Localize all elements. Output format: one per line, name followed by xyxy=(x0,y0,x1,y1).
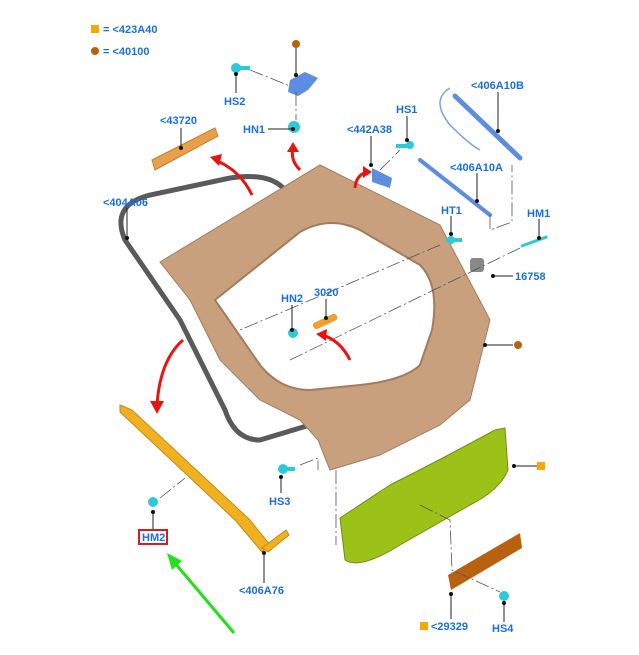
lower-trim-panel xyxy=(339,427,509,564)
callout-hs1[interactable]: HS1 xyxy=(396,104,417,116)
callout-406a10b[interactable]: <406A10B xyxy=(471,80,524,92)
gas-strut-a xyxy=(418,158,492,217)
callout-hm1[interactable]: HM1 xyxy=(527,208,550,220)
callout-hm2[interactable]: HM2 xyxy=(142,532,165,544)
arrowheads xyxy=(150,142,372,414)
callout-406a10a[interactable]: <406A10A xyxy=(450,162,503,174)
pointer-arrow-shaft xyxy=(172,561,236,634)
callout-404a06[interactable]: <404A06 xyxy=(103,197,148,209)
callout-29329[interactable]: <29329 xyxy=(431,621,468,633)
actuator-3020 xyxy=(312,313,338,330)
trim-strip-clip xyxy=(261,529,290,553)
legend-circle-icon xyxy=(91,47,99,55)
legend-label-40100[interactable]: = <40100 xyxy=(103,46,150,58)
pointer-arrow-head xyxy=(167,553,182,570)
fasteners xyxy=(148,63,548,601)
callout-442a38[interactable]: <442A38 xyxy=(347,124,392,136)
callout-406a76[interactable]: <406A76 xyxy=(239,585,284,597)
callout-3020[interactable]: 3020 xyxy=(314,287,338,299)
callout-hs3[interactable]: HS3 xyxy=(269,496,290,508)
callout-ht1[interactable]: HT1 xyxy=(441,205,462,217)
fastener-40100-marker-icon xyxy=(514,341,522,349)
part-423a40-marker-icon xyxy=(420,622,428,630)
hinge-bracket xyxy=(288,72,318,96)
fastener-40100-marker-icon xyxy=(292,40,300,48)
latch-16758 xyxy=(470,258,484,272)
reinforcement-plate xyxy=(448,533,522,590)
callout-43720[interactable]: <43720 xyxy=(160,115,197,127)
hm2-highlight-box xyxy=(138,529,168,545)
callout-hs4[interactable]: HS4 xyxy=(492,623,514,635)
liftgate-window-opening xyxy=(213,221,436,392)
hinge-bracket-right xyxy=(372,168,392,188)
legend-label-423a40[interactable]: = <423A40 xyxy=(103,24,157,36)
callout-hs2[interactable]: HS2 xyxy=(224,96,245,108)
assembly-lines xyxy=(159,45,521,593)
callout-hn2[interactable]: HN2 xyxy=(281,293,303,305)
legend-square-icon xyxy=(91,25,99,33)
leader-lines xyxy=(125,47,541,622)
callout-hn1[interactable]: HN1 xyxy=(243,124,265,136)
part-423a40-marker-icon xyxy=(537,462,545,470)
strut-wire xyxy=(439,87,481,151)
callout-16758[interactable]: 16758 xyxy=(515,271,546,283)
gas-strut-b xyxy=(452,93,523,161)
molding-strip xyxy=(151,127,219,171)
